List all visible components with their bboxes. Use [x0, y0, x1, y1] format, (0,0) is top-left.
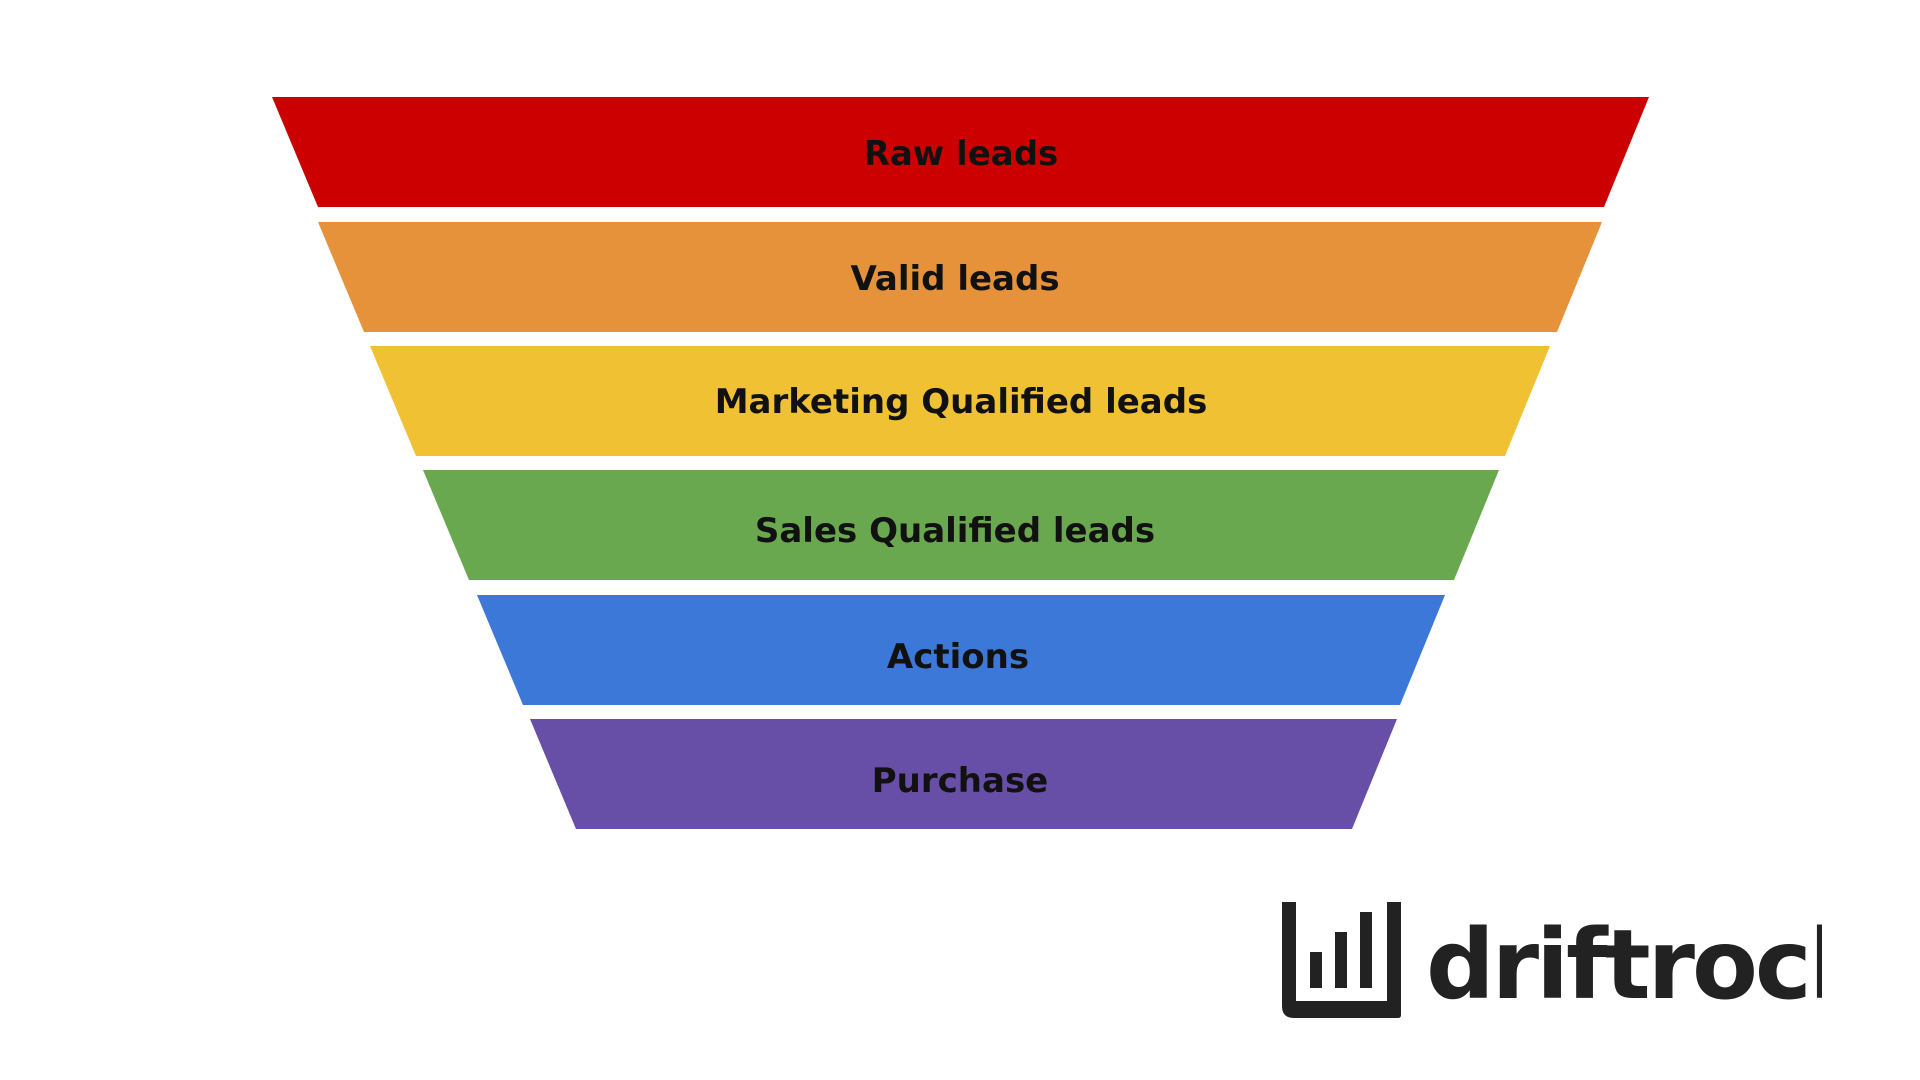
logo-wordmark: driftrock	[1426, 909, 1822, 1021]
funnel-label-valid-leads: Valid leads	[850, 259, 1059, 299]
funnel-band-raw-leads	[272, 97, 1649, 207]
funnel-stage-actions: Actions	[477, 595, 1445, 705]
funnel-stage-sales-qualified-leads: Sales Qualified leads	[423, 470, 1499, 580]
driftrock-logo: driftrock	[1282, 902, 1822, 1021]
funnel-band-sales-qualified-leads	[423, 470, 1499, 580]
funnel-stage-marketing-qualified-leads: Marketing Qualified leads	[370, 346, 1550, 456]
funnel-band-marketing-qualified-leads	[370, 346, 1550, 456]
funnel-stage-valid-leads: Valid leads	[318, 222, 1602, 332]
funnel-stage-purchase: Purchase	[530, 719, 1397, 829]
funnel-band-purchase	[530, 719, 1397, 829]
funnel-band-valid-leads	[318, 222, 1602, 332]
bar-chart-bracket-icon	[1282, 902, 1401, 1018]
funnel-label-raw-leads: Raw leads	[864, 134, 1059, 174]
funnel-label-actions: Actions	[887, 637, 1029, 677]
funnel-label-sales-qualified-leads: Sales Qualified leads	[755, 511, 1155, 551]
funnel-band-actions	[477, 595, 1445, 705]
funnel-label-purchase: Purchase	[872, 761, 1049, 801]
funnel-label-marketing-qualified-leads: Marketing Qualified leads	[715, 382, 1208, 422]
funnel-stage-raw-leads: Raw leads	[272, 97, 1649, 207]
